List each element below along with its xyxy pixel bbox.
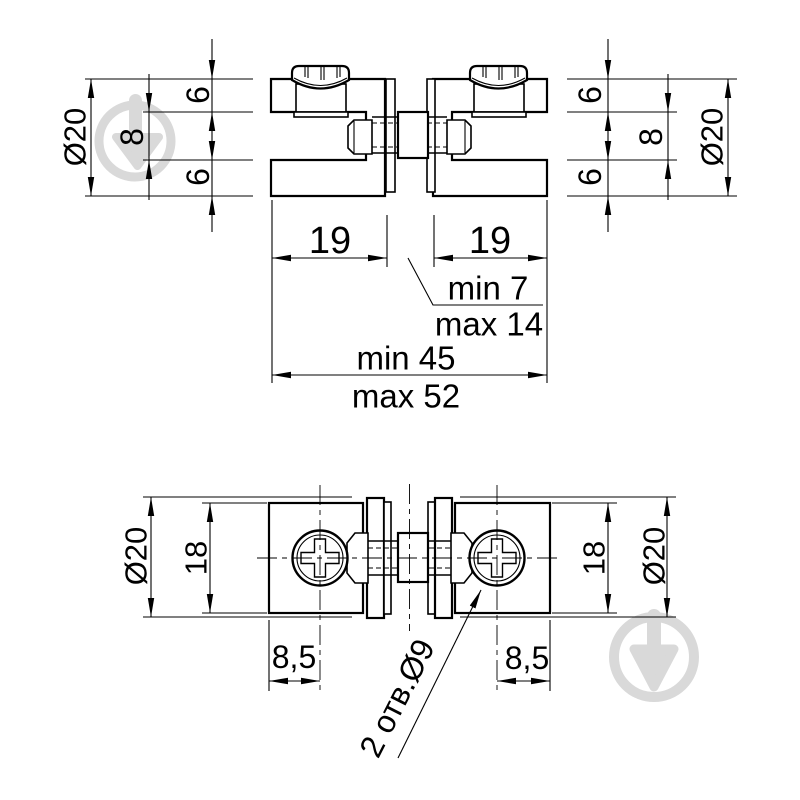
dim-body-width-right: 19	[468, 220, 512, 262]
dim-top-left-slot: 8	[114, 128, 150, 146]
dim-top-right-diameter: Ø20	[694, 107, 730, 167]
dim-top-left-lip-bottom: 6	[180, 168, 216, 186]
thumb-screw-right	[468, 64, 529, 118]
dim-screw-offset-right: 8,5	[504, 640, 550, 676]
bottom-view-dimensions	[143, 496, 676, 759]
brand-watermark-bottom-right	[609, 609, 699, 702]
dim-screw-offset-left: 8,5	[271, 639, 317, 675]
brand-watermark-top-left	[94, 94, 176, 182]
dim-top-left-lip-top: 6	[180, 86, 216, 104]
dim-length-min: min 45	[356, 339, 456, 377]
dim-top-right-lip-top: 6	[572, 86, 608, 104]
dim-bottom-left-height: 18	[178, 540, 214, 576]
dim-bottom-left-diameter: Ø20	[118, 526, 154, 586]
thumb-screw-left	[290, 64, 351, 118]
dim-top-right-lip-bottom: 6	[572, 168, 608, 186]
dim-body-width-left: 19	[308, 220, 352, 262]
top-view-part	[269, 64, 549, 198]
dim-gap-max: max 14	[434, 305, 544, 343]
dim-gap-min: min 7	[447, 269, 529, 307]
top-view-dimensions	[85, 39, 737, 383]
dim-top-left-diameter: Ø20	[57, 107, 93, 167]
dim-bottom-right-diameter: Ø20	[636, 526, 672, 586]
dim-top-right-slot: 8	[633, 128, 669, 146]
dim-length-max: max 52	[351, 377, 461, 415]
dim-bottom-right-height: 18	[576, 540, 612, 576]
